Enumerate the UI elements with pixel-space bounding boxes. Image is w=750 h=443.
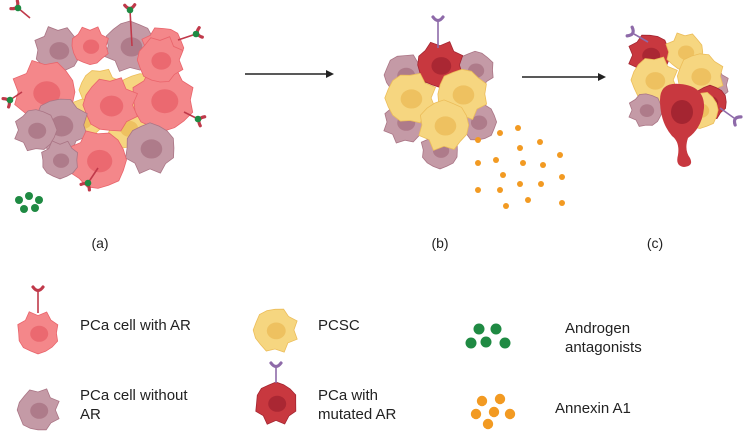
androgen-antagonist-cluster-dot xyxy=(31,204,39,212)
legend-androgen-icon-dot xyxy=(473,323,485,335)
androgen-antagonist-cluster-dot xyxy=(15,196,23,204)
arrow-head-a-to-b xyxy=(326,70,334,78)
legend-annexin-icon-dot xyxy=(476,395,488,407)
legend-label-pca-mutated-ar: PCa with mutated AR xyxy=(318,387,397,423)
annexin-a1-scatter-dot xyxy=(475,187,481,193)
legend-icons xyxy=(16,285,516,431)
annexin-a1-scatter-dot xyxy=(500,172,506,178)
mutated-ar-receptor xyxy=(719,107,743,127)
panel-label-b: (b) xyxy=(431,235,448,251)
mutated-ar-receptor xyxy=(431,15,445,48)
annexin-a1-scatter-dot xyxy=(557,152,563,158)
annexin-a1-scatter xyxy=(475,125,565,209)
legend-ar-receptor xyxy=(31,285,45,313)
legend-annexin-icon-dot xyxy=(488,406,500,418)
panel-b-tumor-cluster xyxy=(383,15,565,209)
annexin-a1-scatter-dot xyxy=(497,130,503,136)
legend-pca-mut-line-1: PCa with xyxy=(318,387,378,404)
legend-annexin-line-1: Annexin A1 xyxy=(555,400,631,417)
legend-annexin-icon-dot xyxy=(470,408,482,420)
legend-label-pca-with-ar: PCa cell with AR xyxy=(80,317,191,334)
pca-cell-without-ar xyxy=(14,109,58,152)
legend-pca-no-ar-line-2: AR xyxy=(80,406,101,423)
pca-cell-with-ar xyxy=(71,26,109,66)
annexin-a1-scatter-dot xyxy=(515,125,521,131)
androgen-antagonist-cluster xyxy=(15,192,43,213)
annexin-a1-scatter-dot xyxy=(497,187,503,193)
legend-label-pcsc: PCSC xyxy=(318,317,360,334)
androgen-antagonist-cluster-dot xyxy=(25,192,33,200)
pcsc-cell xyxy=(252,308,298,353)
annexin-a1-scatter-dot xyxy=(517,181,523,187)
legend-annexin-icon-dot xyxy=(494,393,506,405)
mutated-ar-receptor xyxy=(625,25,649,43)
pca-cell-with-ar xyxy=(136,36,184,83)
legend-androgen-icon-dot xyxy=(465,337,477,349)
annexin-a1-scatter-dot xyxy=(520,160,526,166)
arrow-head-b-to-c xyxy=(598,73,606,81)
annexin-a1-scatter-dot xyxy=(493,157,499,163)
ar-receptor xyxy=(123,3,137,47)
androgen-antagonist-cluster-dot xyxy=(20,205,28,213)
annexin-a1-scatter-dot xyxy=(475,160,481,166)
legend-pca-no-ar-line-1: PCa cell without xyxy=(80,387,188,404)
legend-androgen-icon-dot xyxy=(499,337,511,349)
annexin-a1-scatter-dot xyxy=(525,197,531,203)
pca-cell-without-ar xyxy=(34,26,80,74)
pca-cell-with-ar xyxy=(67,130,127,189)
legend-pcsc-line-1: PCSC xyxy=(318,317,360,334)
ar-receptor xyxy=(183,111,207,128)
annexin-a1-scatter-dot xyxy=(540,162,546,168)
legend-androgen-icon-dot xyxy=(490,323,502,335)
ar-receptor xyxy=(177,26,204,41)
legend-androgen-icon-dot xyxy=(480,336,492,348)
panel-label-a: (a) xyxy=(91,235,108,251)
panel-a-tumor-cluster xyxy=(1,0,207,213)
pca-cell-with-ar xyxy=(17,311,59,355)
legend-pca-ar-line-1: PCa cell with AR xyxy=(80,317,191,334)
annexin-a1-scatter-dot xyxy=(503,203,509,209)
annexin-a1-scatter-dot xyxy=(538,181,544,187)
annexin-a1-scatter-dot xyxy=(559,174,565,180)
legend-label-androgen-antagonists: Androgen antagonists xyxy=(565,320,642,356)
legend-androgen-icon xyxy=(465,323,511,349)
pcsc-cell xyxy=(418,99,470,151)
legend-annexin-icon-dot xyxy=(504,408,516,420)
pca-mutated-ar-cell xyxy=(255,381,297,425)
legend-pca-mut-line-2: mutated AR xyxy=(318,406,397,423)
legend-mutated-ar-receptor xyxy=(269,361,283,383)
legend-androgen-line-1: Androgen xyxy=(565,320,630,337)
annexin-a1-scatter-dot xyxy=(537,139,543,145)
ar-receptor xyxy=(9,0,31,19)
androgen-antagonist-cluster-dot xyxy=(35,196,43,204)
panel-c-tumor-cluster xyxy=(625,25,743,167)
annexin-a1-scatter-dot xyxy=(475,137,481,143)
ar-receptor xyxy=(1,91,23,109)
legend-label-annexin-a1: Annexin A1 xyxy=(555,400,631,417)
annexin-a1-scatter-dot xyxy=(517,145,523,151)
legend-androgen-line-2: antagonists xyxy=(565,339,642,356)
annexin-a1-scatter-dot xyxy=(559,200,565,206)
panel-label-c: (c) xyxy=(647,235,663,251)
legend-label-pca-without-ar: PCa cell without AR xyxy=(80,387,192,423)
legend-annexin-icon xyxy=(470,393,516,430)
pcsc-cell xyxy=(384,72,437,124)
pca-cell-without-ar xyxy=(16,388,60,431)
pca-cell-without-ar xyxy=(41,140,79,180)
pca-cell-with-ar xyxy=(132,67,194,132)
legend-annexin-icon-dot xyxy=(482,418,494,430)
migrating-mutated-ar-cell xyxy=(660,83,705,167)
pca-cell-with-ar xyxy=(82,77,139,132)
pca-cell-without-ar xyxy=(125,122,175,175)
pca-cell-without-ar xyxy=(628,93,664,127)
ar-receptor xyxy=(79,167,99,192)
